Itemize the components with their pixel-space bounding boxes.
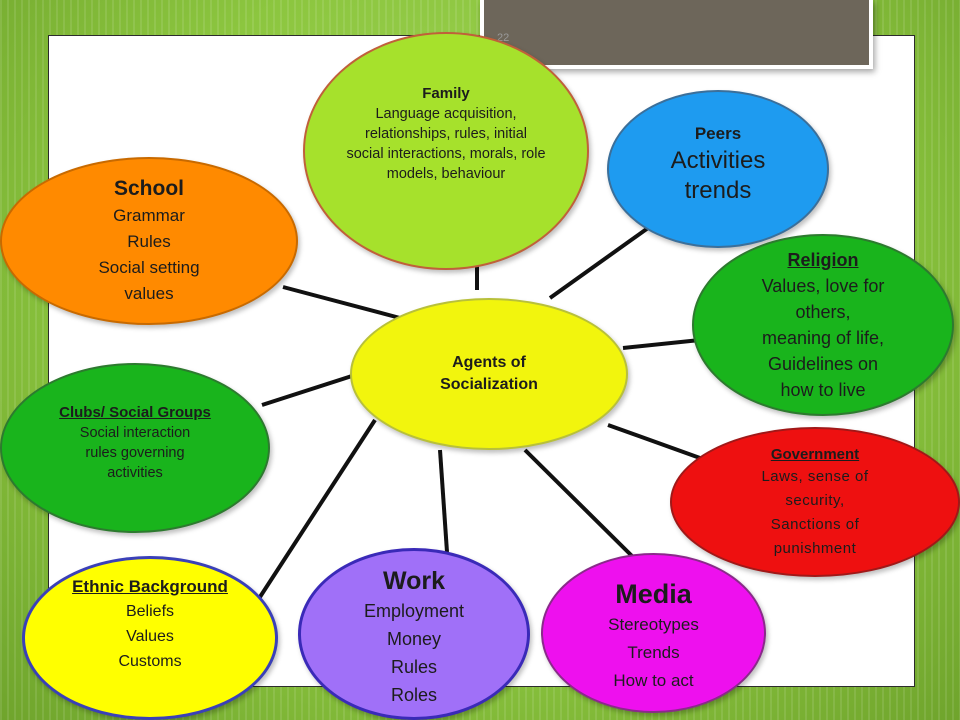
work-line-4: Roles [390, 685, 438, 705]
ethnic-line-2: Values [126, 628, 174, 645]
work-line-2: Money [386, 629, 442, 649]
connector-government [607, 423, 701, 460]
center-node: Agents of Socialization [350, 298, 628, 450]
religion-line-5: how to live [780, 380, 866, 400]
peers-title: Peers [694, 124, 742, 143]
connector-peers [548, 226, 650, 300]
media-line-2: Trends [627, 643, 680, 662]
connector-school [282, 285, 401, 320]
religion-title: Religion [787, 250, 859, 270]
government-line-2: security, [785, 491, 845, 509]
peers-line-2: trends [684, 177, 752, 204]
ethnic-line-1: Beliefs [125, 603, 175, 620]
work-line-1: Employment [363, 601, 465, 621]
government-line-1: Laws, sense of [761, 467, 869, 485]
work-node: Work Employment Money Rules Roles [298, 548, 530, 720]
peers-node: Peers Activities trends [607, 90, 829, 248]
family-title: Family [422, 85, 470, 102]
school-title: School [113, 177, 184, 200]
media-line-1: Stereotypes [608, 615, 699, 634]
government-line-3: Sanctions of [770, 515, 860, 533]
family-text: Language acquisition, relationships, rul… [346, 106, 546, 182]
ethnic-title: Ethnic Background [72, 577, 228, 596]
ethnic-line-3: Customs [118, 653, 182, 670]
ethnic-node: Ethnic Background Beliefs Values Customs [22, 556, 278, 720]
clubs-line-1: Social interaction [79, 424, 191, 441]
media-line-3: How to act [613, 671, 694, 690]
school-line-3: Social setting [98, 258, 200, 277]
school-node: School Grammar Rules Social setting valu… [0, 157, 298, 325]
school-line-2: Rules [127, 232, 171, 251]
work-line-3: Rules [390, 657, 438, 677]
connector-ethnic [256, 418, 377, 602]
religion-node: Religion Values, love for others, meanin… [692, 234, 954, 416]
connector-media [523, 448, 635, 559]
media-node: Media Stereotypes Trends How to act [541, 553, 766, 713]
title-box [480, 0, 873, 69]
government-node: Government Laws, sense of security, Sanc… [670, 427, 960, 577]
government-line-4: punishment [773, 539, 857, 557]
religion-line-3: meaning of life, [761, 328, 885, 348]
connector-clubs [261, 373, 356, 407]
religion-line-2: others, [795, 302, 851, 322]
connector-religion [622, 338, 701, 350]
clubs-line-3: activities [107, 464, 163, 481]
school-line-4: values [124, 284, 174, 303]
religion-line-4: Guidelines on [767, 354, 879, 374]
religion-line-1: Values, love for [761, 276, 885, 296]
clubs-line-2: rules governing [85, 444, 185, 461]
peers-line-1: Activities [670, 147, 766, 174]
clubs-node: Clubs/ Social Groups Social interaction … [0, 363, 270, 533]
family-node: Family Language acquisition, relationshi… [303, 32, 589, 270]
center-label: Agents of Socialization [440, 354, 538, 393]
work-title: Work [382, 567, 446, 595]
government-title: Government [770, 445, 860, 463]
school-line-1: Grammar [113, 206, 185, 225]
connector-work [438, 449, 449, 553]
clubs-title: Clubs/ Social Groups [59, 403, 211, 421]
media-title: Media [615, 579, 692, 609]
